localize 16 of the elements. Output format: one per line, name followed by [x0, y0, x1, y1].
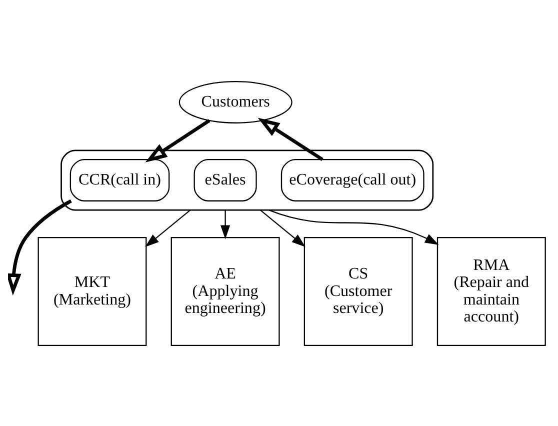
arrow — [258, 117, 324, 161]
arrow — [260, 209, 306, 246]
node-box: CCR(call in) — [70, 158, 170, 201]
cluster — [60, 149, 434, 210]
node-box: eSales — [194, 158, 257, 201]
node-box: AE (Applying engineering) — [170, 236, 280, 346]
node-box: RMA (Repair and maintain account) — [436, 236, 546, 346]
node-box: eCoverage(call out) — [280, 158, 424, 201]
arrow — [145, 118, 210, 162]
node-box: CS (Customer service) — [304, 236, 413, 346]
node-box: MKT (Marketing) — [38, 236, 147, 346]
arrow — [145, 209, 191, 246]
arrow — [268, 209, 439, 244]
arrow — [8, 198, 72, 295]
node-ellipse: Customers — [178, 80, 292, 123]
arrow — [220, 210, 230, 239]
